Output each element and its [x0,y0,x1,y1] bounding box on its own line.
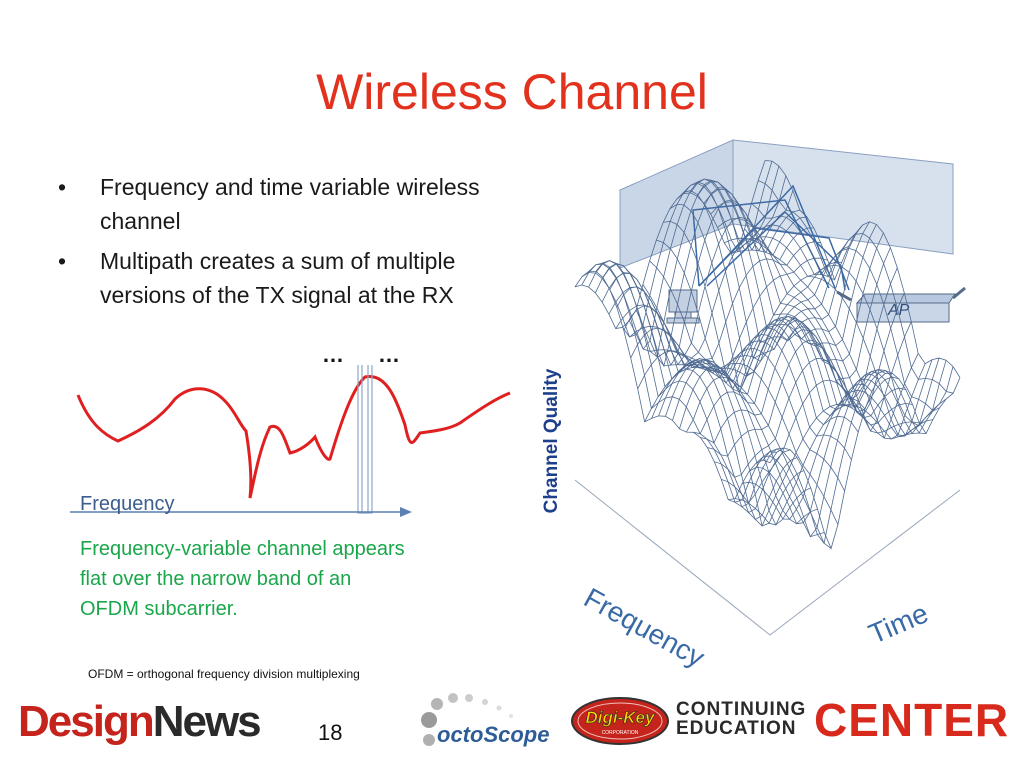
cec-continuing: CONTINUING [676,699,807,720]
page-number: 18 [318,720,343,745]
surface-floor-edge [574,479,961,636]
octoscope-logo-dots [421,693,513,746]
channel-quality-surface [574,160,961,636]
multipath-diagram [619,139,966,324]
ellipsis-left: … [322,342,344,367]
subcarrier-band-outer [357,365,373,514]
bullet-list: • Frequency and time variable wireless c… [58,170,528,318]
channel-response-curve [76,375,511,499]
designnews-logo-news: News [152,697,262,746]
bullet-text: Multipath creates a sum of multiple vers… [100,248,456,308]
cec-center: CENTER [814,694,1010,746]
ap-label: AP [888,302,910,319]
bullet-text: Frequency and time variable wireless cha… [100,174,480,234]
frequency-response-figure [70,365,511,517]
cec-education: EDUCATION [676,718,797,739]
channel-quality-axis-label: Channel Quality [541,368,562,514]
bullet-item: • Frequency and time variable wireless c… [58,170,528,238]
digikey-logo: Digi-Key CORPORATION [571,697,669,745]
cec-logo-words: CONTINUING EDUCATION [676,700,806,738]
designnews-logo-design: Design [18,697,155,746]
slide-title: Wireless Channel [316,64,708,120]
bullet-item: • Multipath creates a sum of multiple ve… [58,244,528,312]
frequency-axis-arrowhead [400,507,412,517]
bullet-marker: • [58,248,67,274]
digikey-logo-sub: CORPORATION [602,730,639,736]
digikey-logo-text: Digi-Key [586,708,657,727]
frequency-label: Frequency [80,493,175,515]
subcarrier-band-inner [361,365,369,514]
bullet-marker: • [58,174,67,200]
surface-mesh-lines [574,160,961,550]
ofdm-note: Frequency-variable channel appears flat … [80,538,405,620]
footnote: OFDM = orthogonal frequency division mul… [88,667,360,681]
designnews-logo: DesignNews [18,696,262,748]
ellipsis-right: … [378,342,400,367]
octoscope-logo-text: octoScope [437,722,550,747]
